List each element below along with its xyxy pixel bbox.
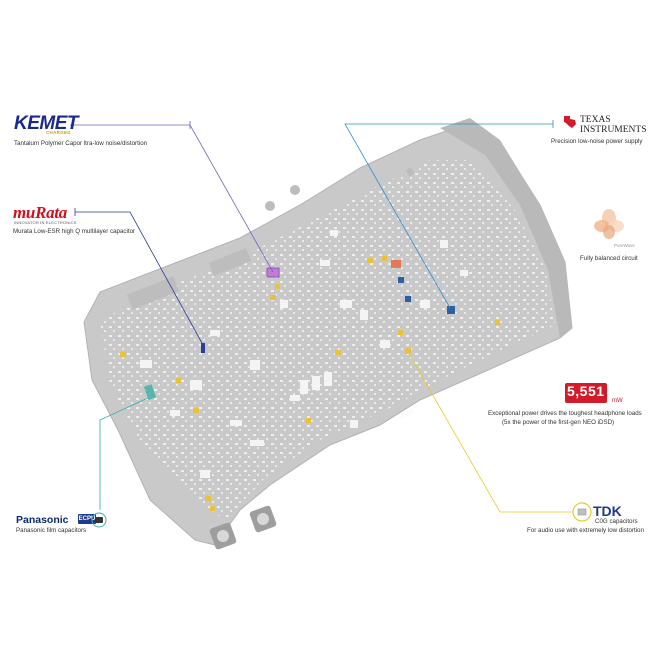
tdk-callout-line (407, 351, 572, 513)
tdk-logo: TDK (593, 503, 622, 519)
balanced-caption: Fully balanced circuit (580, 255, 638, 262)
ti-callout-line (344, 123, 553, 309)
ti-caption: Precision low-noise power supply (551, 138, 643, 145)
panasonic-caption: Panasonic film capacitors (16, 527, 87, 534)
ecpu-badge: ECPU (78, 514, 96, 524)
panasonic-logo: Panasonic (16, 514, 69, 526)
murata-caption: Murata Low-ESR high Q multilayer capacit… (13, 228, 136, 235)
power-caption-line1: Exceptional power drives the toughest he… (488, 410, 642, 417)
film-capacitor-icon (91, 512, 107, 528)
ti-logo-line1: TEXAS (580, 115, 611, 125)
murata-callout-line (75, 211, 204, 346)
kemet-caption: Tantalum Polymer Capor ltra-low noise/di… (14, 140, 148, 147)
purewave-flower-icon (594, 209, 624, 239)
kemet-logo-subtitle: CHARGED (46, 130, 71, 135)
power-caption-line2: (5x the power of the first-gen NEO iDSD) (502, 419, 615, 426)
power-badge (565, 383, 607, 403)
texas-state-icon (564, 116, 576, 128)
kemet-logo: KEMET (14, 113, 79, 134)
ti-logo-line2: INSTRUMENTS (580, 125, 647, 135)
power-value: 5,551 (567, 383, 605, 399)
murata-logo: muRata (13, 203, 67, 222)
tdk-capacitor-icon (572, 502, 592, 522)
ti-logo-text: TEXAS INSTRUMENTS (580, 115, 647, 135)
panasonic-callout-line (99, 397, 149, 510)
murata-logo-subtitle: INNOVATOR IN ELECTRONICS (14, 220, 77, 225)
tdk-caption-line1: C0G capacitors (595, 518, 638, 525)
power-unit: mW (612, 398, 623, 404)
purewave-logo-text: PureWave (614, 243, 635, 248)
tdk-caption-line2: For audio use with extremely low distort… (527, 527, 644, 534)
